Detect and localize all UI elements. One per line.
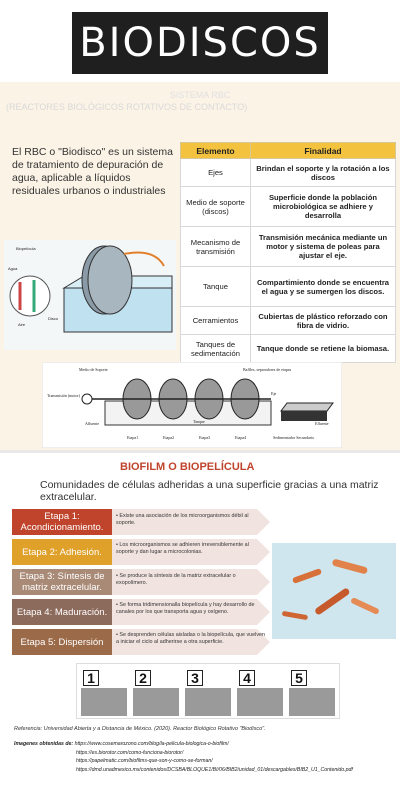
- stage-5-desc: • Se desprenden células aisladas o la bi…: [116, 632, 266, 645]
- table-cell-finalidad: Tanque donde se retiene la biomasa.: [249, 334, 397, 363]
- strip-number: 5: [291, 670, 307, 686]
- label-efluente: Efluente: [315, 421, 329, 426]
- stage-3-desc: • Se produce la síntesis de la matriz ex…: [116, 573, 236, 586]
- label-etapa1: Etapa1: [127, 435, 138, 440]
- table-cell-elemento: Tanques de sedimentación: [180, 334, 251, 363]
- strip-number: 4: [239, 670, 255, 686]
- strip-number: 2: [135, 670, 151, 686]
- stage-4-desc: • Se forma tridimensionalla biopelícula …: [116, 602, 255, 615]
- stage-3-label: Etapa 3: Síntesis de matriz extracelular…: [12, 569, 112, 595]
- stage-2-desc: • Los microorganismos se adhieren irreve…: [116, 542, 249, 555]
- table-cell-finalidad: Cubiertas de plástico reforzado con fibr…: [249, 306, 397, 335]
- stage-4-label: Etapa 4: Maduración.: [12, 599, 112, 625]
- table-header-row: Elemento Finalidad: [180, 142, 397, 159]
- strip-cell: 4: [237, 670, 283, 716]
- rbc-diagram-image: Biopelícula Agua Disco Aire: [4, 240, 176, 350]
- table-row: Medio de soporte (discos) Superficie don…: [180, 186, 397, 227]
- stage-2-label: Etapa 2: Adhesión.: [12, 539, 112, 565]
- strip-number: 3: [187, 670, 203, 686]
- rbc-diagram-svg: Biopelícula Agua Disco Aire: [8, 245, 173, 333]
- process-diagram-svg: Medio de Soporte Baffles, separadores de…: [47, 367, 334, 440]
- label-baffles: Baffles, separadores de etapas: [243, 367, 292, 373]
- label-medio-soporte: Medio de Soporte: [79, 367, 108, 372]
- bacteria-svg: [272, 543, 396, 639]
- label-biopelicula: Biopelícula: [16, 246, 36, 251]
- stage-arrow-1: [108, 509, 270, 535]
- label-disco: Disco: [48, 316, 59, 321]
- reference-text: Referencia: Universidad Abierta y a Dist…: [14, 726, 266, 732]
- table-cell-elemento: Cerramientos: [180, 306, 251, 335]
- credit-link[interactable]: https://www.cosemarozono.com/blog/la-pel…: [74, 741, 229, 747]
- bacteria-micrograph-image: [272, 543, 396, 639]
- biofilm-stages-strip: 1 2 3 4 5: [76, 663, 340, 719]
- table-row: Cerramientos Cubiertas de plástico refor…: [180, 306, 397, 335]
- strip-cell: 2: [133, 670, 179, 716]
- credit-link[interactable]: https://es.biorotor.com/como-funciona-bi…: [76, 749, 184, 756]
- credit-link[interactable]: https://dmd.unadmexico.mx/contenidos/DCS…: [76, 766, 353, 773]
- stage-arrow-2: [108, 539, 270, 565]
- motor-shape: [81, 393, 93, 405]
- sedimenter-body: [281, 411, 327, 421]
- intro-paragraph: El RBC o "Biodisco" es un sistema de tra…: [12, 146, 173, 197]
- label-agua: Agua: [8, 266, 18, 271]
- stage-arrow-3: [108, 569, 270, 595]
- stage-arrow-5: [108, 629, 270, 655]
- strip-texture: [237, 688, 283, 716]
- label-eje: Eje: [271, 391, 277, 396]
- table-cell-elemento: Mecanismo de transmisión: [180, 226, 251, 267]
- label-sedimentador: Sedimentador Secundario: [273, 435, 314, 440]
- table-header-finalidad: Finalidad: [249, 142, 397, 159]
- label-etapa2: Etapa2: [163, 435, 174, 440]
- header: BIODISCOS: [0, 0, 400, 82]
- biofilm-title: BIOFILM O BIOPELÍCULA: [120, 461, 255, 473]
- label-tanque: Tanque: [193, 419, 205, 424]
- table-row: Tanque Compartimiento donde se encuentra…: [180, 266, 397, 307]
- section-subtitle-expanded: (REACTORES BIOLÓGICOS ROTATIVOS DE CONTA…: [6, 102, 248, 112]
- image-credits: Imagenes obtenidas de: https://www.cosem…: [14, 740, 396, 774]
- table-header-elemento: Elemento: [180, 142, 251, 159]
- strip-cell: 3: [185, 670, 231, 716]
- table-row: Ejes Brindan el soporte y la rotación a …: [180, 158, 397, 187]
- table-row: Mecanismo de transmisión Transmisión mec…: [180, 226, 397, 267]
- sedimenter-top: [280, 402, 334, 412]
- label-etapa3: Etapa3: [199, 435, 210, 440]
- process-diagram-image: Medio de Soporte Baffles, separadores de…: [42, 362, 342, 448]
- table-cell-elemento: Tanque: [180, 266, 251, 307]
- stage-5-label: Etapa 5: Dispersión: [12, 629, 112, 655]
- stage-1-desc: • Existe una asociación de los microorga…: [116, 513, 249, 526]
- page-title: BIODISCOS: [79, 20, 321, 66]
- strip-texture: [81, 688, 127, 716]
- credit-link[interactable]: https://papelmatic.com/biofilms-que-son-…: [76, 758, 213, 764]
- title-banner: BIODISCOS: [72, 12, 328, 74]
- table-cell-elemento: Ejes: [180, 158, 251, 187]
- rotation-arrow: [123, 251, 165, 267]
- section-subtitle: SISTEMA RBC: [169, 90, 231, 100]
- section-divider: [0, 450, 400, 453]
- strip-texture: [289, 688, 335, 716]
- strip-cell: 1: [81, 670, 127, 716]
- stage-1-label: Etapa 1: Acondicionamiento.: [12, 509, 112, 535]
- table-row: Tanques de sedimentación Tanque donde se…: [180, 334, 397, 363]
- table-cell-finalidad: Compartimiento donde se encuentra el agu…: [249, 266, 397, 307]
- stage-arrow-4: [108, 599, 270, 625]
- strip-number: 1: [83, 670, 99, 686]
- label-transmision: Transmisión (motor): [47, 393, 81, 398]
- table-cell-finalidad: Transmisión mecánica mediante un motor y…: [249, 226, 397, 267]
- strip-texture: [133, 688, 179, 716]
- biofilm-description: Comunidades de células adheridas a una s…: [40, 479, 379, 503]
- strip-texture: [185, 688, 231, 716]
- table-cell-finalidad: Superficie donde la población microbioló…: [249, 186, 397, 227]
- elements-table: Elemento Finalidad Ejes Brindan el sopor…: [180, 142, 397, 363]
- zoom-circle: [9, 275, 51, 317]
- label-aire: Aire: [18, 322, 26, 327]
- disc-shape-2: [87, 245, 133, 315]
- strip-cell: 5: [289, 670, 335, 716]
- label-etapa4: Etapa4: [235, 435, 246, 440]
- credits-label: Imagenes obtenidas de:: [14, 741, 74, 747]
- table-cell-finalidad: Brindan el soporte y la rotación a los d…: [249, 158, 397, 187]
- table-cell-elemento: Medio de soporte (discos): [180, 186, 251, 227]
- rbc-section: SISTEMA RBC (REACTORES BIOLÓGICOS ROTATI…: [0, 82, 400, 450]
- label-afluente: Afluente: [85, 421, 99, 426]
- biofilm-section: BIOFILM O BIOPELÍCULA Comunidades de cél…: [0, 453, 400, 800]
